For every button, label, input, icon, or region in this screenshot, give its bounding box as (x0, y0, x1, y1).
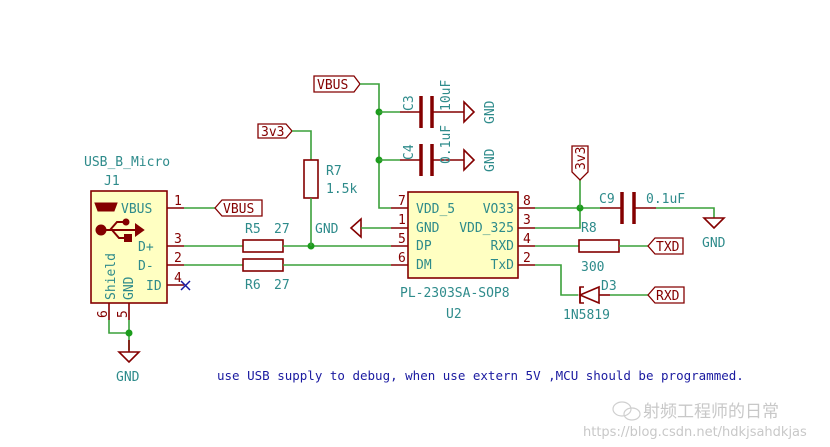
c3-ref: C3 (402, 95, 417, 111)
usb-connector-j1[interactable]: USB_B_Micro J1 VBUS D+ D- ID Shield GND … (84, 155, 191, 320)
u2-pin-4-num: 4 (523, 232, 531, 247)
capacitor-c4[interactable]: C4 0.1uF GND (400, 125, 498, 176)
r7-value: 1.5k (326, 182, 357, 197)
r8-ref: R8 (581, 221, 597, 236)
j1-pin-dplus-name: D+ (138, 240, 154, 255)
j1-value: USB_B_Micro (84, 155, 170, 170)
capacitor-c9[interactable]: C9 0.1uF (599, 192, 685, 224)
j1-pin-vbus-name: VBUS (121, 202, 152, 217)
gnd-label: GND (116, 370, 140, 385)
r6-ref: R6 (245, 278, 261, 293)
gnd-symbol-j1: GND (116, 340, 141, 385)
resistor-r6[interactable]: R6 27 (242, 258, 290, 293)
c3-gnd-label: GND (483, 100, 498, 124)
watermark: 射频工程师的日常 https://blog.csdn.net/hdkjsahdk… (583, 401, 807, 440)
j1-pin-5-num: 5 (116, 310, 131, 318)
c4-ref: C4 (402, 144, 417, 160)
svg-text:VBUS: VBUS (223, 202, 254, 217)
gnd-symbol-c9: GND (702, 217, 726, 251)
c4-gnd-label: GND (483, 148, 498, 172)
wechat-icon (612, 401, 641, 421)
d3-value: 1N5819 (563, 308, 610, 323)
svg-text:GND: GND (315, 222, 339, 237)
r5-ref: R5 (245, 222, 261, 237)
r5-value: 27 (274, 222, 290, 237)
junction-dot (125, 329, 133, 337)
u2-pin-7-num: 7 (398, 194, 406, 209)
c9-ref: C9 (599, 192, 615, 207)
u2-pin-txd-name: TxD (491, 258, 515, 273)
c3-value: 10uF (439, 80, 454, 111)
u2-pin-vdd5-name: VDD_5 (416, 202, 455, 217)
j1-pin-id-name: ID (146, 279, 162, 294)
svg-text:VBUS: VBUS (317, 78, 348, 93)
watermark-url: https://blog.csdn.net/hdkjsahdkjas (583, 425, 807, 440)
net-label-3v3-right[interactable]: 3v3 (571, 145, 589, 181)
svg-text:TXD: TXD (656, 240, 680, 255)
j1-pin-shield-name: Shield (104, 253, 119, 300)
d3-ref: D3 (601, 279, 617, 294)
net-label-vbus-top[interactable]: VBUS (313, 75, 361, 93)
r6-value: 27 (274, 278, 290, 293)
u2-pin-3-num: 3 (523, 213, 531, 228)
resistor-r7[interactable]: R7 1.5k (303, 159, 357, 199)
j1-pin-dminus-name: D- (138, 259, 154, 274)
net-label-txd[interactable]: TXD (647, 237, 684, 255)
u2-body (407, 191, 519, 279)
net-label-3v3-r7[interactable]: 3v3 (257, 123, 293, 140)
c4-value: 0.1uF (439, 125, 454, 164)
j1-pin-1-num: 1 (174, 194, 182, 209)
net-label-rxd[interactable]: RXD (647, 286, 685, 304)
r7-ref: R7 (326, 164, 342, 179)
gnd-symbol-u2: GND (315, 217, 362, 239)
u2-pin-vdd325-name: VDD_325 (459, 221, 514, 236)
u2-pin-2-num: 2 (523, 251, 531, 266)
net-label-vbus-j1[interactable]: VBUS (214, 199, 263, 217)
j1-pin-gnd-name: GND (122, 276, 137, 300)
u2-pin-vo33-name: VO33 (483, 202, 514, 217)
j1-pin-3-num: 3 (174, 232, 182, 247)
svg-text:RXD: RXD (656, 289, 680, 304)
resistor-r8[interactable]: R8 300 (578, 221, 620, 275)
svg-text:3v3: 3v3 (574, 147, 589, 170)
c9-value: 0.1uF (646, 192, 685, 207)
u2-pin-6-num: 6 (398, 251, 406, 266)
no-connect-icon (180, 280, 191, 291)
wire-shield-gnd (108, 320, 129, 334)
r8-value: 300 (581, 260, 604, 275)
u2-value: PL-2303SA-SOP8 (400, 286, 510, 301)
u2-pin-rxd-name: RXD (491, 239, 515, 254)
usb-receptacle-icon (94, 202, 118, 212)
j1-pin-2-num: 2 (174, 251, 182, 266)
ic-u2[interactable]: 7 1 5 6 8 3 4 2 VDD_5 GND DP DM VO33 VDD… (391, 191, 535, 322)
j1-ref: J1 (104, 174, 120, 189)
u2-ref: U2 (446, 307, 462, 322)
u2-pin-5-num: 5 (398, 232, 406, 247)
diode-d3[interactable]: D3 1N5819 (563, 279, 617, 323)
j1-pin-6-num: 6 (96, 310, 111, 318)
u2-pin-1-num: 1 (398, 213, 406, 228)
u2-pin-gnd-name: GND (416, 221, 440, 236)
svg-text:GND: GND (702, 236, 726, 251)
svg-text:3v3: 3v3 (261, 125, 284, 140)
usb-symbol-icon (95, 218, 145, 242)
j1-pin-4-num: 4 (174, 271, 182, 286)
u2-pin-dp-name: DP (416, 239, 432, 254)
capacitor-c3[interactable]: C3 10uF GND (400, 80, 498, 128)
resistor-r5[interactable]: R5 27 (242, 222, 290, 253)
schematic-note: use USB supply to debug, when use extern… (217, 368, 744, 383)
watermark-title: 射频工程师的日常 (643, 402, 779, 422)
u2-pin-8-num: 8 (523, 194, 531, 209)
u2-pin-dm-name: DM (416, 258, 432, 273)
